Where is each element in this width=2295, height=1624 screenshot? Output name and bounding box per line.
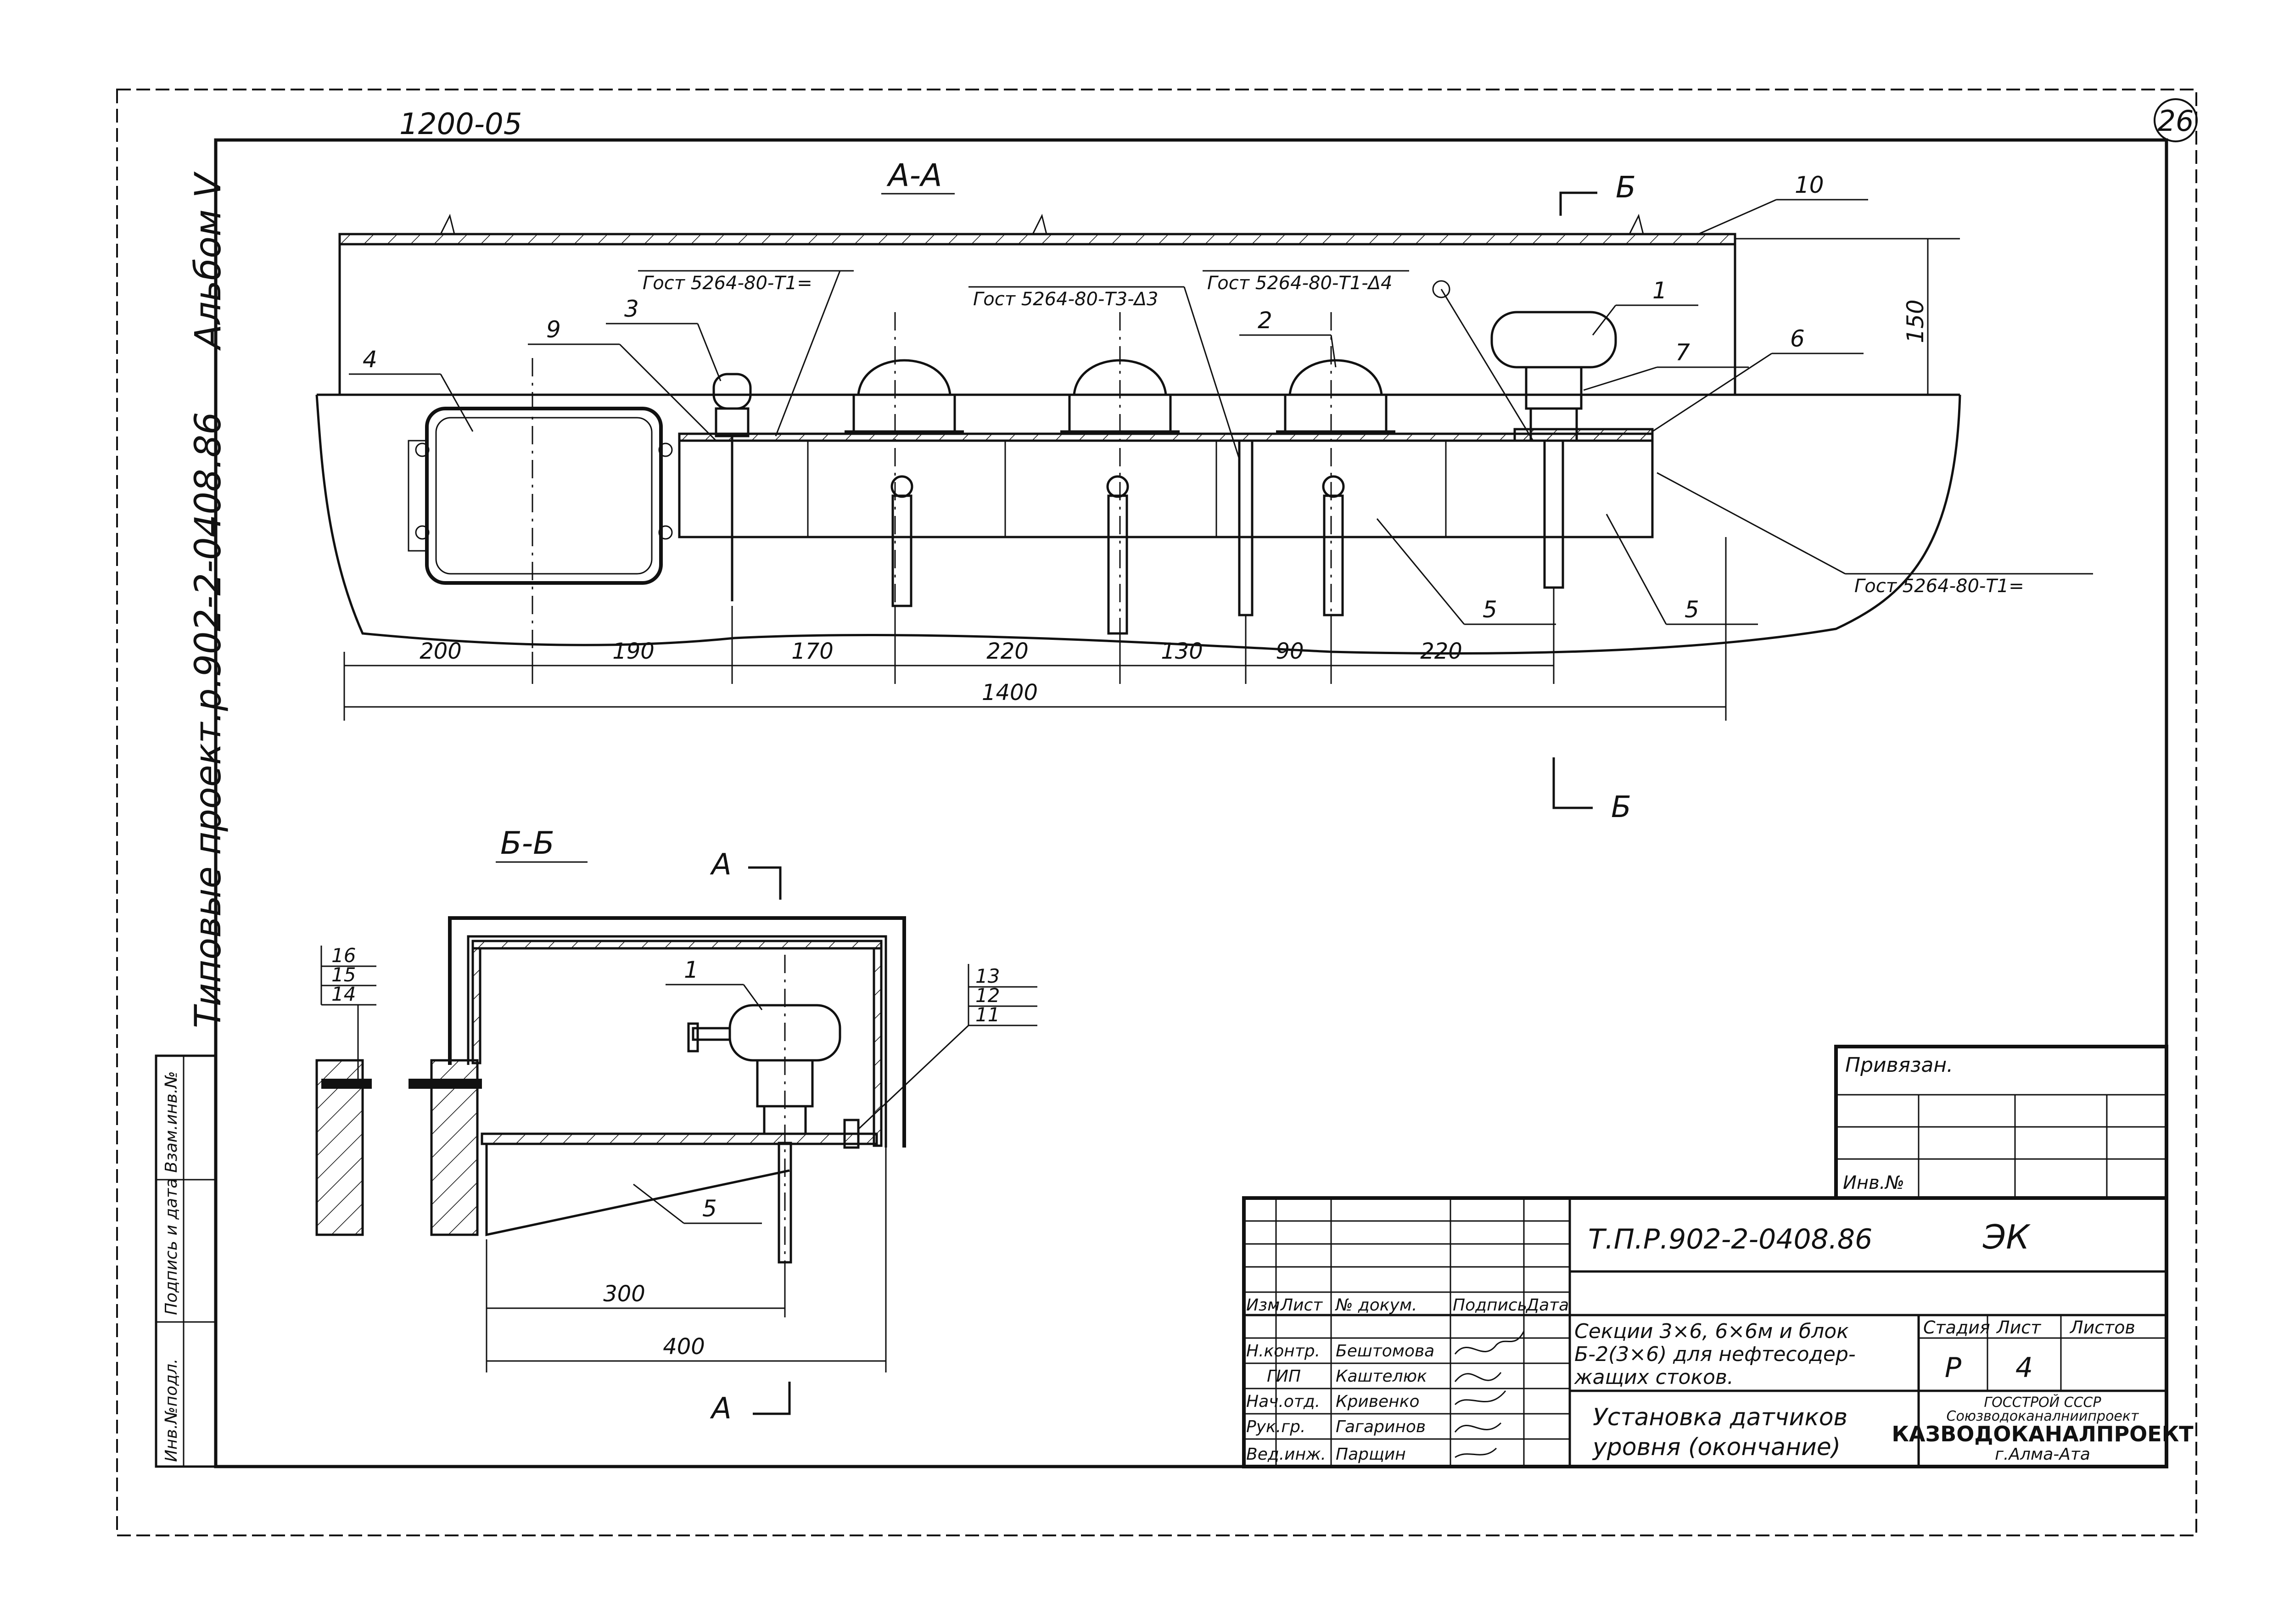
section-mark-b-bottom: Б xyxy=(1611,790,1631,824)
mark-ek: ЭК xyxy=(1982,1218,2031,1256)
bb-callout-13: 13 xyxy=(975,965,1000,987)
project-title-line-2: Б-2(3×6) для нефтесодер- xyxy=(1574,1343,1856,1366)
view-aa: А-А xyxy=(315,157,2093,824)
dim-130: 130 xyxy=(1161,638,1203,664)
role-4: Вед.инж. xyxy=(1246,1445,1326,1464)
role-3: Рук.гр. xyxy=(1246,1417,1305,1436)
sheet-no-value: 4 xyxy=(2015,1352,2033,1384)
bb-callout-1: 1 xyxy=(684,957,699,983)
header-list: Лист xyxy=(1280,1296,1323,1315)
role-2: Нач.отд. xyxy=(1246,1392,1320,1411)
stamp-inv-label: Инв.№подл. xyxy=(162,1359,181,1462)
doc-code: Т.П.Р.902-2-0408.86 xyxy=(1588,1223,1872,1255)
bb-dim-300: 300 xyxy=(603,1281,645,1307)
side-stamp: Инв.№подл. Подпись и дата Взам.инв.№ xyxy=(155,1054,217,1468)
view-bb: Б-Б А А 1 5 xyxy=(315,825,1037,1426)
gost-label-4: Гост 5264-80-Т1= xyxy=(1854,576,2024,597)
name-2: Кривенко xyxy=(1336,1392,1419,1411)
gost-label-3: Гост 5264-80-Т1-Δ4 xyxy=(1207,273,1392,294)
header-izm: Изм xyxy=(1246,1296,1280,1315)
stage-label: Стадия xyxy=(1923,1317,1990,1338)
bb-dim-400: 400 xyxy=(663,1334,705,1360)
bb-callout-12: 12 xyxy=(975,984,1000,1007)
header-date: Дата xyxy=(1525,1296,1569,1315)
dim-220-b: 220 xyxy=(1420,638,1462,664)
gost-label-1: Гост 5264-80-Т1= xyxy=(643,273,812,294)
dim-1400: 1400 xyxy=(982,680,1038,706)
bb-callout-11: 11 xyxy=(975,1003,1000,1026)
role-0: Н.контр. xyxy=(1246,1342,1320,1361)
project-title-line-1: Секции 3×6, 6×6м и блок xyxy=(1574,1320,1849,1343)
section-mark-a-top: А xyxy=(710,848,732,882)
section-mark-b-top: Б xyxy=(1616,171,1636,205)
name-3: Гагаринов xyxy=(1336,1417,1426,1436)
view-bb-title: Б-Б xyxy=(500,825,554,862)
outer-frame xyxy=(116,89,2197,1536)
project-title-line-3: жащих стоков. xyxy=(1574,1366,1734,1389)
callout-9: 9 xyxy=(546,316,561,343)
bb-callout-5: 5 xyxy=(702,1195,717,1222)
drawing-title-line-2: уровня (окончание) xyxy=(1592,1434,1841,1461)
stamp-sign-label: Подпись и дата xyxy=(162,1178,181,1315)
name-0: Бештомова xyxy=(1336,1342,1434,1361)
callout-2: 2 xyxy=(1258,307,1272,334)
callout-7: 7 xyxy=(1675,339,1690,366)
callout-10: 10 xyxy=(1795,172,1824,198)
bb-callout-16: 16 xyxy=(331,944,356,967)
dim-200: 200 xyxy=(420,638,462,664)
org-line-1: ГОССТРОЙ СССР xyxy=(1984,1394,2101,1411)
side-project-title: Типовые проект.р.902-2-0408.86 xyxy=(188,412,229,1028)
sheets-label: Листов xyxy=(2069,1317,2135,1338)
bb-callout-14: 14 xyxy=(331,983,356,1005)
stage-value: Р xyxy=(1945,1352,1962,1384)
sheet-number: 26 xyxy=(2158,104,2194,138)
sheet-label: Лист xyxy=(1996,1317,2042,1338)
header-sign: Подпись xyxy=(1453,1296,1527,1315)
dim-190: 190 xyxy=(612,638,655,664)
callout-4: 4 xyxy=(363,346,377,373)
name-1: Каштелюк xyxy=(1336,1367,1427,1386)
dim-170: 170 xyxy=(791,638,834,664)
archive-code: 1200-05 xyxy=(399,107,522,141)
sheet-number-circle xyxy=(2154,98,2198,142)
title-block: Привязан. Инв.№ Изм Лист № докум. Подпис… xyxy=(1242,1045,2194,1468)
dim-90: 90 xyxy=(1276,638,1304,664)
callout-6: 6 xyxy=(1790,325,1805,352)
gost-label-2: Гост 5264-80-Т3-Δ3 xyxy=(973,289,1158,310)
bb-callout-15: 15 xyxy=(331,963,356,986)
org-line-3: КАЗВОДОКАНАЛПРОЕКТ xyxy=(1892,1422,2194,1446)
signature-scribbles xyxy=(1454,1331,1525,1458)
section-mark-a-bottom: А xyxy=(710,1392,732,1426)
name-4: Парщин xyxy=(1336,1445,1406,1464)
bound-label: Привязан. xyxy=(1845,1053,1953,1077)
inv-label: Инв.№ xyxy=(1843,1172,1904,1193)
callout-1: 1 xyxy=(1652,277,1667,304)
role-1: ГИП xyxy=(1267,1367,1301,1386)
view-aa-title: А-А xyxy=(886,157,942,194)
stamp-replace-label: Взам.инв.№ xyxy=(162,1071,181,1173)
album-label: Альбом V xyxy=(188,171,229,351)
org-line-2: Союзводоканалниипроект xyxy=(1947,1408,2140,1424)
header-doc: № докум. xyxy=(1335,1296,1417,1315)
dim-220-a: 220 xyxy=(986,638,1029,664)
org-line-4: г.Алма-Ата xyxy=(1995,1445,2090,1464)
callout-5b: 5 xyxy=(1685,596,1699,623)
inner-frame xyxy=(214,138,2168,1468)
callout-5a: 5 xyxy=(1483,596,1497,623)
drawing-title-line-1: Установка датчиков xyxy=(1593,1404,1847,1431)
dim-height-150: 150 xyxy=(1902,299,1929,343)
callout-3: 3 xyxy=(624,296,639,322)
